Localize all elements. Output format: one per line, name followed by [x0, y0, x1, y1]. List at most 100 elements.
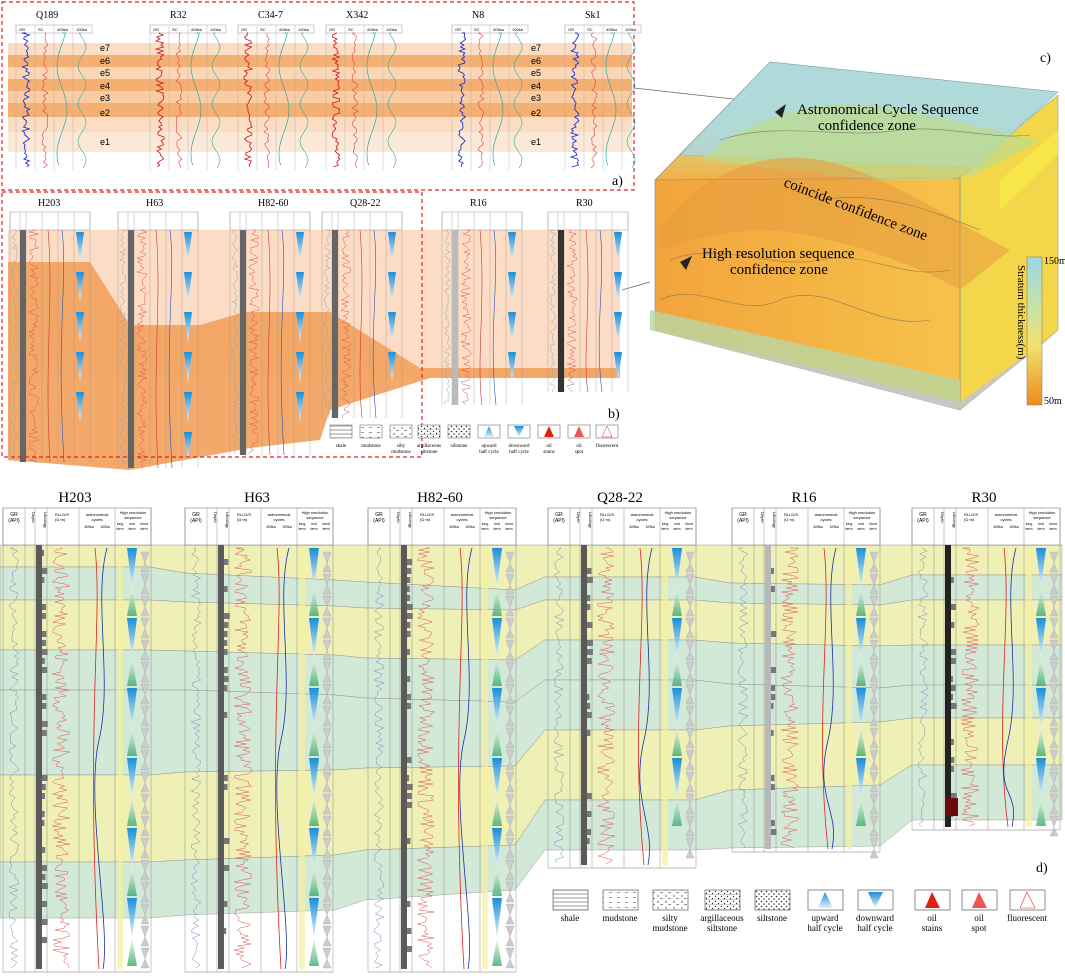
panel-d-res-curve	[233, 547, 253, 969]
panel-d-short-term-cycle	[322, 859, 332, 881]
panel-d-short-term-cycle	[869, 573, 879, 595]
panel-d-downward-half-cycle	[309, 688, 319, 728]
panel-d-downward-half-cycle	[492, 898, 502, 938]
panel-a-100ka-curve	[387, 32, 397, 169]
panel-b-100ka-curve	[372, 229, 377, 419]
panel-b-100ka-curve	[60, 229, 65, 463]
panel-d-hrs-sub2: term	[674, 527, 681, 531]
panel-d-astro-header2: cycles	[1000, 517, 1011, 522]
panel-b-405ka-curve	[155, 229, 159, 469]
panel-d-long-term-strip	[1026, 548, 1032, 827]
panel-d-legend-label: half cycle	[857, 923, 892, 933]
panel-d-hrs-header: High resolution	[120, 510, 147, 515]
panel-d-lithology-block	[951, 676, 954, 682]
panel-d-upward-half-cycle	[856, 658, 866, 686]
panel-d-lithology-block	[224, 712, 228, 718]
panel-d-short-term-cycle	[869, 749, 879, 771]
panel-d-lithology-block	[407, 604, 413, 610]
panel-a-sc-curve	[175, 32, 183, 169]
panel-a-layer-label-left: e5	[100, 68, 110, 78]
panel-d-short-term-cycle	[1049, 727, 1059, 749]
panel-d-lithology-block	[224, 685, 228, 691]
panel-d-hrs-sub: short	[685, 522, 693, 526]
panel-d-short-term-cycle	[869, 815, 879, 837]
panel-d-short-term-cycle	[505, 573, 515, 595]
panel-a-well-name: N8	[472, 10, 484, 21]
panel-d-astro-sub: 100ka	[645, 525, 655, 529]
panel-d-lithology-block	[407, 676, 411, 682]
panel-d-gr-header: GR	[919, 512, 927, 518]
panel-d-legend-label: mudstone	[603, 913, 638, 923]
panel-d-downward-half-cycle	[309, 898, 319, 938]
panel-a-well-name: R32	[170, 10, 187, 21]
panel-d-lithology-block	[407, 631, 411, 637]
panel-d-hrs-sub: short	[1049, 522, 1057, 526]
panel-d-upward-half-cycle	[492, 658, 502, 686]
panel-d-hrs-sub: mid	[311, 522, 317, 526]
panel-d-depth-header: Depth	[576, 512, 581, 523]
panel-d-upward-half-cycle	[856, 588, 866, 616]
panel-d-gr-header: GR	[192, 512, 200, 518]
panel-d-lithology-block	[224, 928, 227, 934]
panel-a-track-header: SC	[587, 27, 593, 32]
panel-a-405ka-curve	[190, 32, 202, 166]
panel-b-half-cycle	[614, 232, 622, 262]
panel-d-upward-half-cycle	[127, 658, 137, 686]
panel-d-downward-half-cycle	[127, 548, 137, 588]
panel-d-lithology-block	[407, 757, 412, 763]
panel-d-hrs-sub2: term	[662, 527, 669, 531]
panel-b-half-cycle	[296, 232, 304, 262]
panel-d-short-term-cycle	[1049, 617, 1059, 639]
panel-b-legend-swatch	[359, 424, 383, 439]
panel-d-upward-half-cycle	[672, 658, 682, 686]
panel-d-lithology-block	[587, 577, 593, 583]
panel-d-lithology-block	[587, 703, 591, 709]
panel-a-layer-label-right: e7	[531, 43, 541, 53]
panel-d-lithology-block	[587, 604, 591, 610]
panel-d-lithology-block	[42, 793, 46, 799]
panel-d-hrs-sub2: term	[117, 527, 124, 531]
panel-b-frame	[1, 191, 423, 458]
panel-d-lithology-block	[951, 658, 956, 664]
panel-d-legend-swatch	[652, 889, 689, 911]
panel-d-short-term-cycle	[322, 903, 332, 925]
colorbar-top-label: 150m	[1044, 256, 1065, 267]
panel-d-short-term-cycle	[1049, 595, 1059, 617]
panel-d-well-header	[2, 507, 152, 546]
panel-d-short-term-cycle	[140, 793, 150, 815]
panel-b-100ka-curve	[280, 229, 285, 456]
panel-b-half-cycle	[184, 232, 192, 262]
panel-b-legend-swatch	[329, 424, 353, 439]
panel-a-track-header: SC	[38, 27, 44, 32]
panel-d-hrs-sub: short	[322, 522, 330, 526]
panel-d-lithology-block	[771, 820, 775, 826]
panel-d-lithology-block	[951, 694, 954, 700]
zone-low-line2: confidence zone	[730, 262, 828, 278]
panel-d-well-header	[911, 507, 1061, 546]
panel-d-lithology-block	[42, 730, 47, 736]
panel-a-sc-curve	[351, 32, 359, 169]
panel-d-short-term-cycle	[322, 815, 332, 837]
panel-d-upward-half-cycle	[309, 938, 319, 966]
panel-d-lithology-block	[951, 577, 954, 583]
panel-d-lithology-header: Lithology	[772, 512, 777, 528]
panel-d-short-term-cycle	[322, 749, 332, 771]
panel-d-astro-header: astronomical	[268, 512, 291, 517]
panel-d-lithology-block	[42, 631, 47, 637]
panel-b-well-name: H82-60	[258, 198, 289, 209]
panel-b-100ka-curve	[168, 229, 173, 469]
panel-d-hrs-sub2: term	[494, 527, 501, 531]
panel-b-legend-swatch	[389, 424, 413, 439]
panel-d-upward-half-cycle	[309, 658, 319, 686]
panel-d-res-curve	[596, 547, 616, 865]
panel-d-lithology-block	[951, 685, 956, 691]
panel-d-lithology-block	[587, 568, 592, 574]
panel-d-upward-half-cycle	[492, 588, 502, 616]
panel-d-hrs-sub2: term	[129, 527, 136, 531]
panel-d-well-name: R16	[791, 490, 817, 506]
panel-d-downward-half-cycle	[309, 828, 319, 868]
panel-d-hrs-header: High resolution	[1029, 510, 1056, 515]
panel-d-lithology-block	[587, 793, 592, 799]
panel-d-legend-swatch	[754, 889, 791, 911]
